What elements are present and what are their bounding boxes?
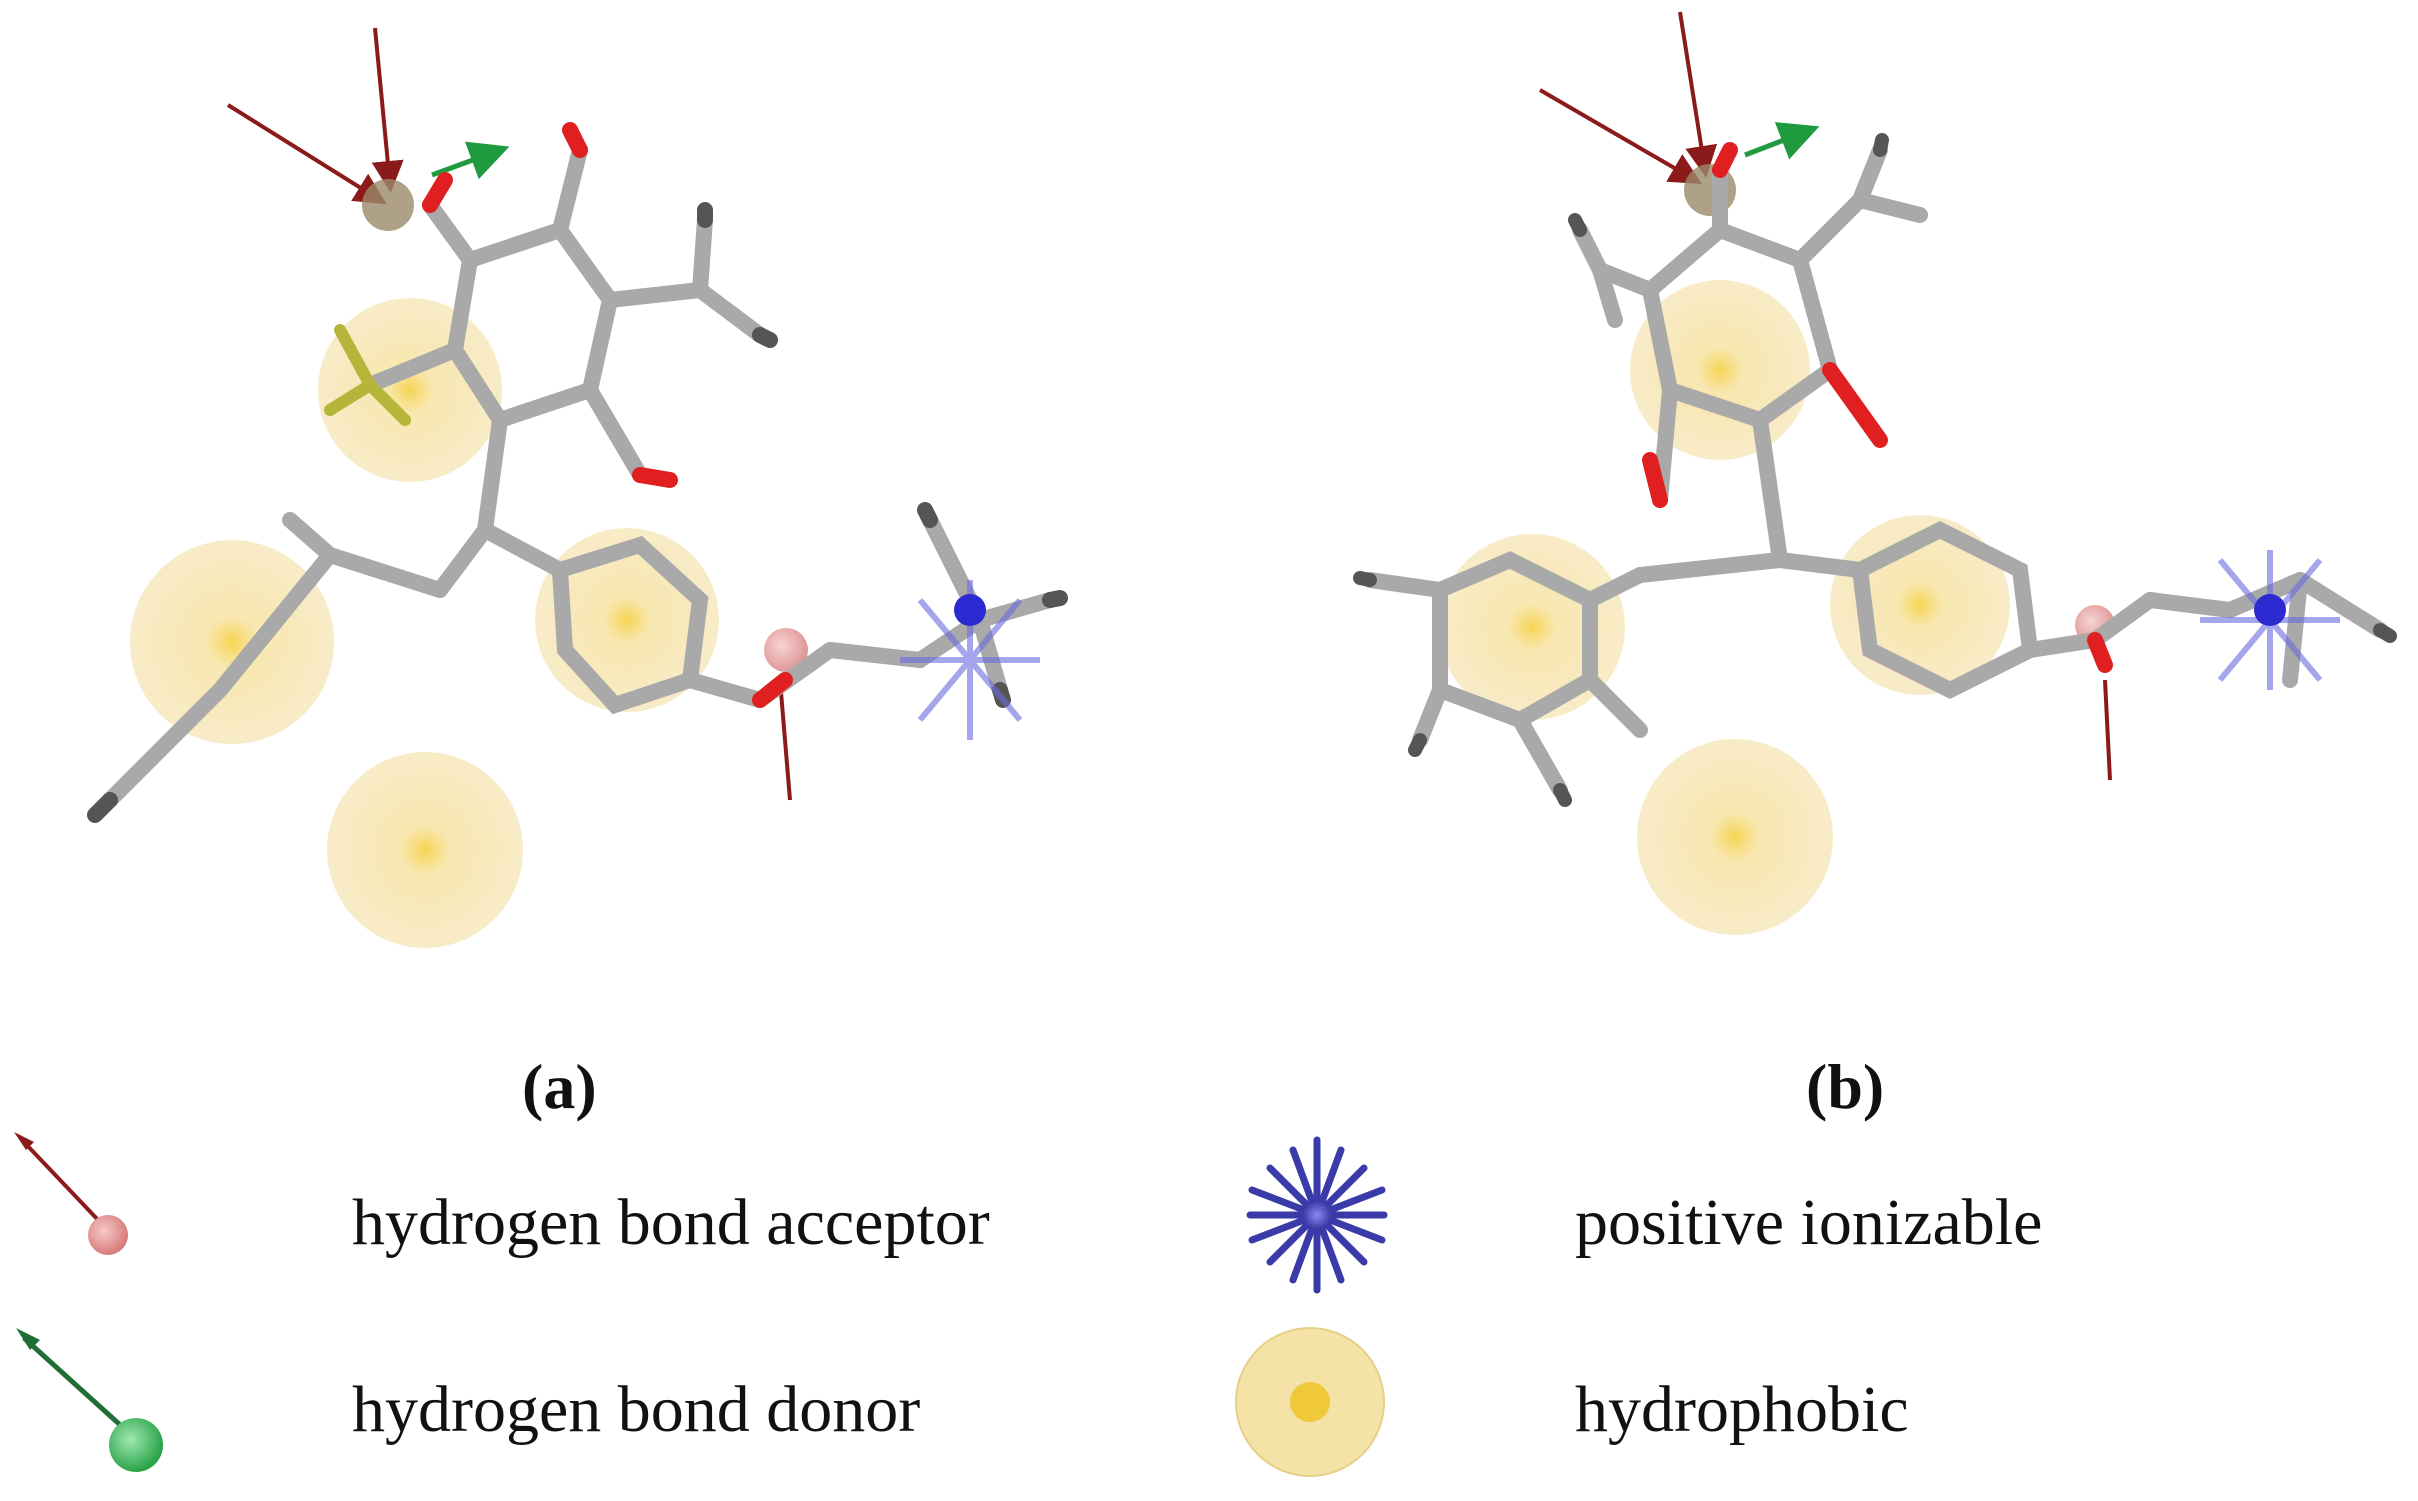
panel-a-model <box>87 27 1068 948</box>
hydrogen-bond-acceptor-icon <box>14 1132 128 1255</box>
positive-ionizable-icon <box>1246 1136 1388 1294</box>
panel-b-hydrophobic-spheres <box>1439 280 2010 935</box>
panel-b-oxygens <box>1642 142 2113 673</box>
panel-a-label: (a) <box>522 1051 597 1122</box>
panel-a-acceptor-vectors <box>226 27 792 801</box>
panel-a-hydrogens <box>87 202 1068 823</box>
legend-acceptor-label: hydrogen bond acceptor <box>352 1186 990 1259</box>
panel-b-model <box>1353 11 2397 935</box>
hydrophobic-icon <box>1235 1327 1385 1477</box>
panel-b-acceptor-vectors <box>1538 11 2112 781</box>
panel-b-hydrogens <box>1353 133 2397 807</box>
panel-a-hydrophobic-spheres <box>130 298 719 948</box>
legend-hydrophobic-label: hydrophobic <box>1575 1373 1909 1446</box>
panel-b-label: (b) <box>1806 1051 1885 1122</box>
panel-a-oxygens <box>422 122 793 708</box>
hydrogen-bond-donor-icon <box>16 1328 163 1472</box>
legend-donor-label: hydrogen bond donor <box>352 1373 921 1446</box>
panel-a-positive-ionizable <box>900 580 1040 740</box>
legend-positive-ionizable-label: positive ionizable <box>1575 1186 2043 1259</box>
